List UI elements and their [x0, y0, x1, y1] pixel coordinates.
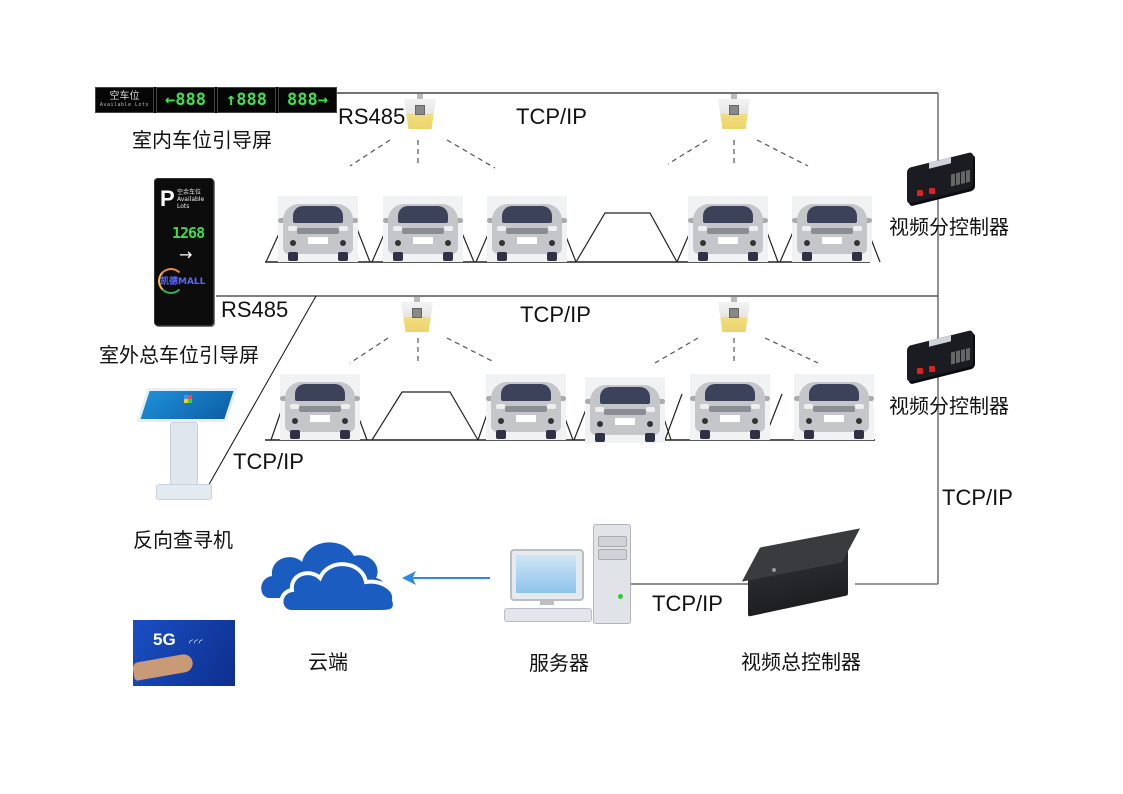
protocol-tcpip-right: TCP/IP [942, 485, 1013, 511]
outdoor-screen-caption-cn: 空余车位 [177, 189, 202, 196]
row1-slot-outlines [265, 212, 881, 263]
wireless-signal-icon: ◜◜◜ [189, 638, 204, 649]
guidance-camera-icon [399, 297, 435, 335]
protocol-tcpip-server: TCP/IP [652, 591, 723, 617]
brand-logo-icon [158, 268, 184, 294]
protocol-tcpip-row1: TCP/IP [516, 104, 587, 130]
empty-slot-outline [371, 391, 479, 441]
sub-controller-icon [907, 328, 977, 384]
parked-car-icon [690, 374, 770, 440]
sub-controller-2-label: 视频分控制器 [889, 394, 1009, 418]
arrow-right-icon: → [179, 245, 193, 264]
cloud-label: 云端 [308, 650, 348, 674]
indoor-screen-left-count: ←888 [156, 87, 215, 113]
parked-car-icon [688, 196, 768, 262]
outdoor-screen-caption-en: Available Lots [177, 196, 205, 210]
main-controller-icon [741, 528, 861, 617]
indoor-screen-right-count: 888→ [278, 87, 337, 113]
indoor-screen-caption: 空车位 Available Lots [95, 87, 154, 113]
parked-car-icon [278, 196, 358, 262]
protocol-tcpip-row2: TCP/IP [520, 302, 591, 328]
parked-car-icon [794, 374, 874, 440]
kiosk-label: 反向查寻机 [133, 528, 233, 552]
indoor-screen-label: 室内车位引导屏 [132, 128, 272, 152]
sub-controller-1-label: 视频分控制器 [889, 215, 1009, 239]
empty-slot-outline [575, 212, 678, 263]
parked-car-icon [585, 377, 665, 443]
server-label: 服务器 [529, 651, 589, 675]
kiosk-link-line [206, 295, 317, 489]
indoor-guidance-screen: 空车位 Available Lots ←888 ↑888 888→ [95, 87, 337, 113]
main-controller-label: 视频总控制器 [741, 650, 861, 674]
protocol-rs485-top: RS485 [338, 104, 406, 130]
server-computer-icon [500, 522, 635, 627]
protocol-tcpip-kiosk: TCP/IP [233, 449, 304, 474]
indoor-screen-caption-en: Available Lots [99, 102, 150, 108]
outdoor-screen-count: 1268 [172, 224, 205, 242]
cloud-icon [261, 542, 397, 614]
guidance-camera-icon [402, 94, 438, 132]
outdoor-screen-brand: 凯德MALL [160, 277, 206, 287]
guidance-camera-icon [716, 297, 752, 335]
reverse-search-kiosk-icon [136, 386, 238, 504]
parked-car-icon [487, 196, 567, 262]
protocol-rs485-left: RS485 [221, 297, 289, 322]
indoor-screen-straight-count: ↑888 [217, 87, 276, 113]
parked-car-icon [280, 374, 360, 440]
parking-p-icon: P [160, 186, 175, 211]
sub-controller-icon [907, 150, 977, 206]
parked-car-icon [383, 196, 463, 262]
indoor-screen-caption-cn: 空车位 [109, 91, 140, 102]
outdoor-screen-label: 室外总车位引导屏 [99, 343, 259, 367]
5g-text: 5G [153, 630, 176, 649]
parked-car-icon [792, 196, 872, 262]
row2-slot-outlines [270, 391, 867, 441]
parked-car-icon [486, 374, 566, 440]
windows-logo-icon [184, 395, 192, 403]
camera-sensing-lines [349, 139, 819, 364]
hand-icon [133, 652, 195, 682]
cloud-upload-arrow-icon [402, 571, 490, 585]
5g-image: 5G ◜◜◜ [133, 620, 235, 686]
guidance-camera-icon [716, 94, 752, 132]
